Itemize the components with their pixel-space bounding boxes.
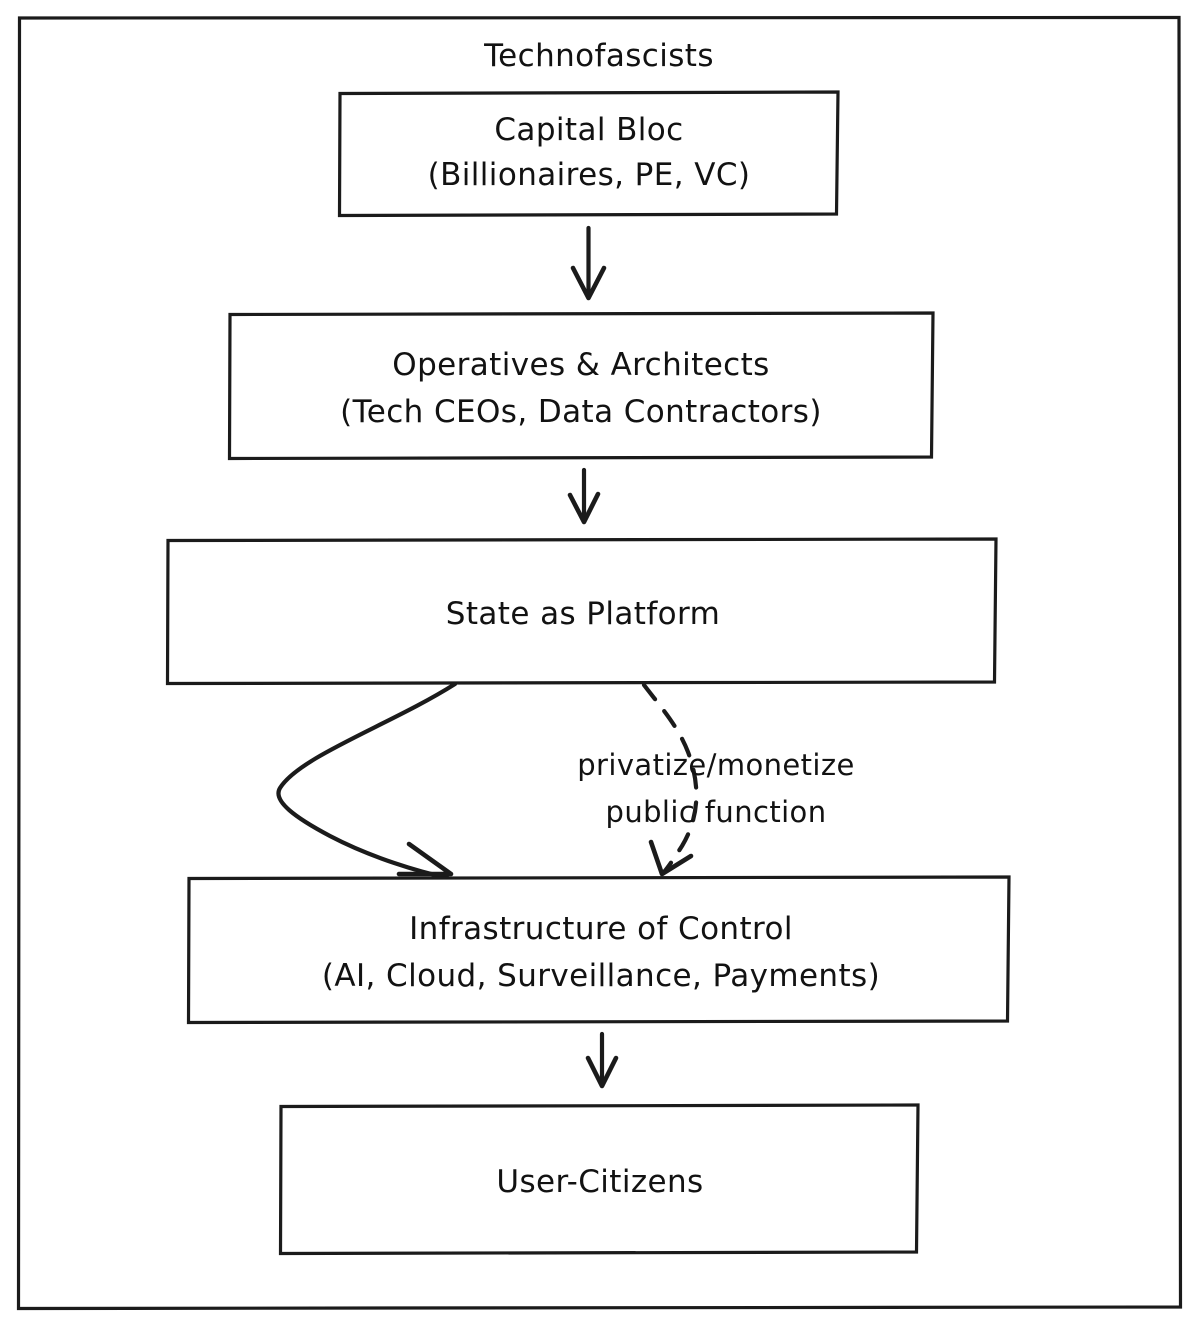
edge-state-to-infrastructure-dashed-arrowhead [648,839,694,877]
node-infrastructure-of-control-box[interactable] [186,875,1011,1025]
diagram-outer-frame [16,15,1183,1311]
edge-state-to-infrastructure-dashed-line [641,682,699,875]
node-user-citizens-box[interactable] [278,1103,920,1256]
edge-operatives-to-state-arrowhead [567,491,601,525]
edge-infrastructure-to-users-arrowhead [585,1055,619,1089]
node-operatives-architects-box[interactable] [227,311,935,461]
edge-state-to-infrastructure-solid-arrowhead [396,841,454,877]
diagram-title: Technofascists [483,38,714,74]
edge-label-privatize-monetize-line1: privatize/monetize [577,748,855,782]
node-user-citizens-label: User-Citizens [496,1164,703,1200]
node-capital-bloc-label-line2: (Billionaires, PE, VC) [428,157,751,193]
node-operatives-architects-label-line1: Operatives & Architects [392,347,769,383]
node-state-as-platform-box[interactable] [165,537,998,686]
node-infrastructure-of-control-label-line1: Infrastructure of Control [409,911,793,947]
node-state-as-platform-label: State as Platform [446,596,720,632]
node-infrastructure-of-control-label-line2: (AI, Cloud, Surveillance, Payments) [322,958,880,994]
node-capital-bloc-box[interactable] [337,90,840,218]
edge-state-to-infrastructure-solid-line [276,681,458,881]
edge-capital-to-operatives-arrowhead [570,265,607,301]
node-capital-bloc-label-line1: Capital Bloc [494,112,683,148]
edge-label-privatize-monetize-line2: public function [606,795,827,829]
node-operatives-architects-label-line2: (Tech CEOs, Data Contractors) [340,394,822,430]
